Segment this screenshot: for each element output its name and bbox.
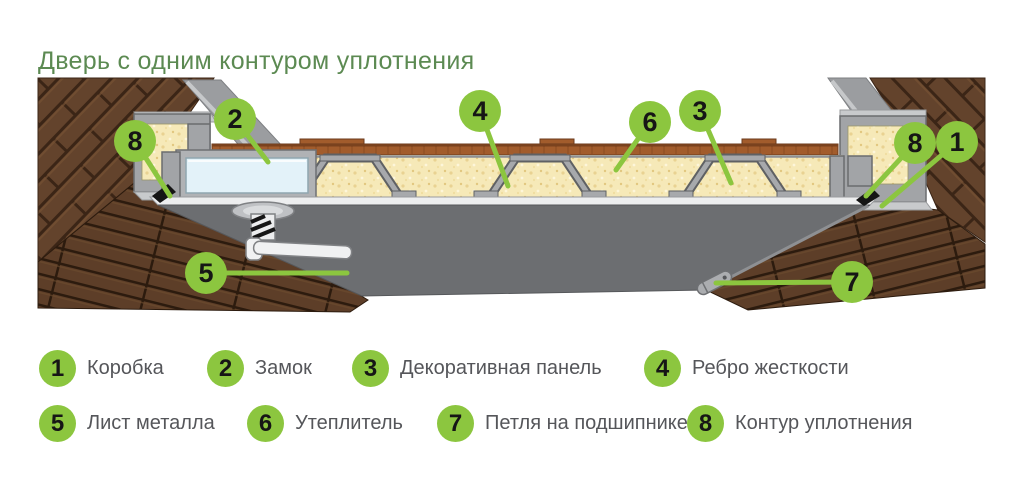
- lock-assembly: [175, 149, 317, 201]
- marker-number: 2: [227, 103, 243, 134]
- legend-number: 4: [644, 350, 681, 387]
- page-title: Дверь с одним контуром уплотнения: [38, 46, 475, 75]
- legend-label: Замок: [255, 357, 312, 379]
- legend-label: Контур уплотнения: [735, 412, 913, 434]
- legend-item-4: 4 Ребро жесткости: [644, 350, 849, 387]
- legend-number: 1: [39, 350, 76, 387]
- legend-number: 2: [207, 350, 244, 387]
- diagram-marker-2: 2: [214, 98, 256, 140]
- legend-label: Петля на подшипнике: [485, 412, 688, 434]
- diagram-marker-1: 1: [936, 121, 978, 163]
- marker-number: 1: [949, 126, 965, 157]
- marker-number: 8: [127, 125, 143, 156]
- legend-label: Декоративная панель: [400, 357, 602, 379]
- legend-item-5: 5 Лист металла: [39, 405, 215, 442]
- diagram-marker-7: 7: [831, 261, 873, 303]
- door-edge-right: [829, 155, 845, 201]
- legend-label: Ребро жесткости: [692, 357, 849, 379]
- marker-number: 7: [844, 266, 860, 297]
- legend-number: 5: [39, 405, 76, 442]
- legend-number: 6: [247, 405, 284, 442]
- diagram-marker-4: 4: [459, 90, 501, 132]
- legend-number: 3: [352, 350, 389, 387]
- diagram-marker-3: 3: [679, 90, 721, 132]
- legend-label: Утеплитель: [295, 412, 403, 434]
- marker-number: 8: [907, 127, 923, 158]
- legend-item-7: 7 Петля на подшипнике: [437, 405, 688, 442]
- legend-item-2: 2 Замок: [207, 350, 312, 387]
- marker-number: 5: [198, 257, 214, 288]
- legend-number: 7: [437, 405, 474, 442]
- door-handle: [231, 201, 353, 261]
- legend-number: 8: [687, 405, 724, 442]
- legend-label: Коробка: [87, 357, 164, 379]
- legend-label: Лист металла: [87, 412, 215, 434]
- marker-number: 6: [642, 106, 658, 137]
- marker-number: 3: [692, 95, 708, 126]
- legend-item-8: 8 Контур уплотнения: [687, 405, 912, 442]
- diagram-marker-8-right: 8: [894, 122, 936, 164]
- legend-item-1: 1 Коробка: [39, 350, 164, 387]
- marker-number: 4: [472, 95, 488, 126]
- legend-item-6: 6 Утеплитель: [247, 405, 403, 442]
- legend-item-3: 3 Декоративная панель: [352, 350, 602, 387]
- diagram-marker-8-left: 8: [114, 120, 156, 162]
- diagram-marker-6: 6: [629, 101, 671, 143]
- seal-left: [152, 184, 176, 203]
- diagram-marker-5: 5: [185, 252, 227, 294]
